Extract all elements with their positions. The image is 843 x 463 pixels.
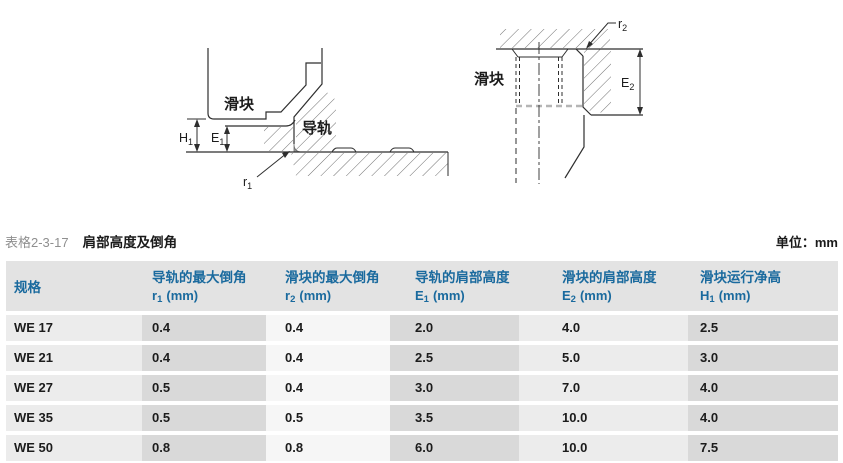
value-cell: 3.0 [390,375,519,401]
header-slider-shoulder: 滑块的肩部高度 E2(mm) [562,270,657,305]
rail-outline [293,48,323,144]
section-hatching-left [264,88,448,176]
value-cell: 2.0 [390,315,519,341]
value-cell: 2.5 [390,345,519,371]
spec-table: 规格 导轨的最大倒角 r1(mm) 滑块的最大倒角 r2(mm) 导轨的肩部高度… [6,261,838,461]
value-cell: 10.0 [519,405,688,431]
diagram-rail-shoulder [186,48,449,178]
spec-cell: WE 35 [6,405,142,431]
datum-seat [389,147,415,153]
header-rail-shoulder: 导轨的肩部高度 E1(mm) [415,270,510,305]
spec-cell: WE 27 [6,375,142,401]
slider-label-left: 滑块 [224,96,255,113]
rail-label: 导轨 [302,119,332,137]
e2-dim-label: E2 [621,76,634,92]
shoulder-chamfer-diagrams: 滑块 导轨 H1 E1 r1 滑块 [179,17,643,191]
value-cell: 4.0 [688,405,838,431]
r1-dim-label: r1 [243,175,252,191]
table-row: WE 50 0.8 0.8 6.0 10.0 7.5 [6,435,838,461]
slider-right-edge [564,115,585,179]
e1-dim-label: E1 [211,131,224,147]
value-cell: 4.0 [519,315,688,341]
value-cell: 10.0 [519,435,688,461]
r2-dim-label: r2 [618,17,627,33]
value-cell: 4.0 [688,375,838,401]
value-cell: 0.5 [142,375,266,401]
section-hatching-right [500,29,611,113]
value-cell: 0.5 [266,405,390,431]
value-cell: 3.0 [688,345,838,371]
value-cell: 0.4 [266,345,390,371]
table-id: 表格2-3-17 [5,235,69,250]
value-cell: 7.5 [688,435,838,461]
h1-dim-label: H1 [179,131,193,147]
value-cell: 0.8 [142,435,266,461]
value-cell: 0.4 [142,315,266,341]
value-cell: 0.4 [142,345,266,371]
value-cell: 2.5 [688,315,838,341]
value-cell: 7.0 [519,375,688,401]
r2-leader [586,22,616,48]
value-cell: 5.0 [519,345,688,371]
table-caption: 表格2-3-17 肩部高度及倒角 单位：mm [5,231,838,251]
table-row: WE 17 0.4 0.4 2.0 4.0 2.5 [6,315,838,341]
table-row: WE 21 0.4 0.4 2.5 5.0 3.0 [6,345,838,371]
datum-seat [331,147,357,153]
value-cell: 0.4 [266,375,390,401]
countersink [511,48,569,58]
header-rail-chamfer: 导轨的最大倒角 r1(mm) [152,270,247,305]
spec-cell: WE 21 [6,345,142,371]
diagram-slider-shoulder [496,22,643,184]
table-title: 肩部高度及倒角 [82,235,178,250]
header-clearance: 滑块运行净高 H1(mm) [700,270,781,305]
spec-cell: WE 17 [6,315,142,341]
slider-label-right: 滑块 [474,71,505,88]
unit-label: 单位：mm [775,235,838,250]
value-cell: 6.0 [390,435,519,461]
header-spec: 规格 [14,280,41,295]
table-header-row: 规格 导轨的最大倒角 r1(mm) 滑块的最大倒角 r2(mm) 导轨的肩部高度… [6,261,838,311]
shoulder-line [225,119,296,127]
value-cell: 0.4 [266,315,390,341]
table-row: WE 35 0.5 0.5 3.5 10.0 4.0 [6,405,838,431]
r2-chamfer [575,48,584,57]
value-cell: 0.8 [266,435,390,461]
r1-leader [256,152,288,178]
slider-outline [207,48,321,120]
table-row: WE 27 0.5 0.4 3.0 7.0 4.0 [6,375,838,401]
header-slider-chamfer: 滑块的最大倒角 r2(mm) [285,270,380,305]
value-cell: 0.5 [142,405,266,431]
thread-hole-lines [515,57,563,106]
value-cell: 3.5 [390,405,519,431]
spec-cell: WE 50 [6,435,142,461]
shoulder-face [582,56,592,116]
